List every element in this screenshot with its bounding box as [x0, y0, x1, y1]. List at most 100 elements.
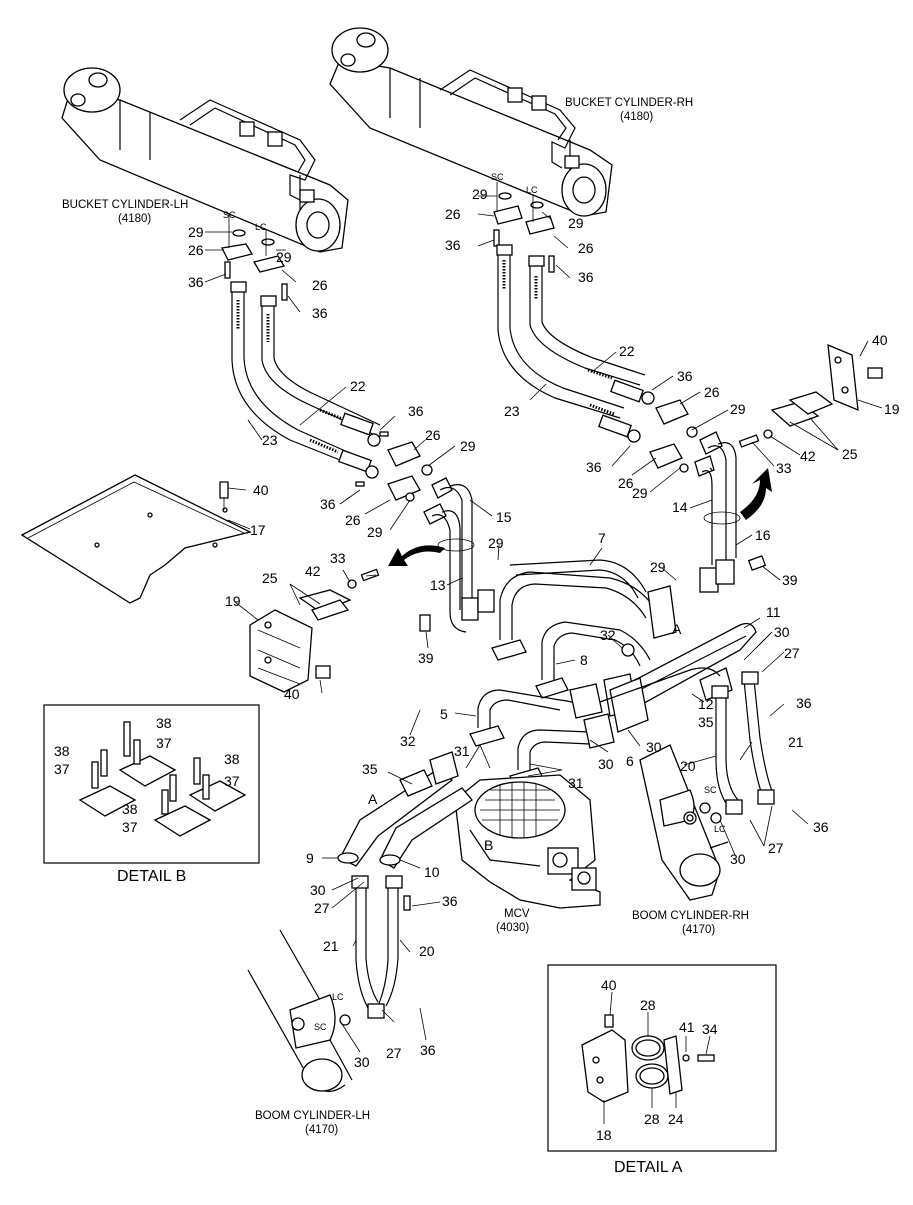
callout-26: 26 [312, 277, 328, 293]
lh-side-flanges [355, 431, 433, 502]
mcv-valve-drawing [454, 774, 601, 909]
callout-35: 35 [698, 714, 714, 730]
rh-pipes-14-16 [694, 431, 741, 593]
bolt-33-42-rh [738, 429, 773, 448]
callout-27: 27 [768, 840, 784, 856]
boom-cylinder-lh-drawing [247, 929, 353, 1092]
callout-26: 26 [578, 240, 594, 256]
bucket-cylinder-lh-drawing [61, 67, 349, 253]
bracket-19-lh [249, 589, 352, 693]
callout-41: 41 [679, 1019, 695, 1035]
callout-9: 9 [306, 850, 314, 866]
callout-26: 26 [188, 242, 204, 258]
boom-cylinder-rh-drawing [639, 744, 729, 901]
callout-25: 25 [842, 446, 858, 462]
callout-36: 36 [420, 1042, 436, 1058]
callout-40: 40 [601, 977, 617, 993]
callout-11: 11 [766, 604, 781, 620]
callout-29: 29 [460, 438, 476, 454]
callout-37: 37 [54, 761, 70, 777]
callout-37: 37 [122, 819, 138, 835]
callout-36: 36 [796, 695, 812, 711]
callout-30: 30 [354, 1054, 370, 1070]
callout-40: 40 [284, 686, 300, 702]
callout-26: 26 [445, 206, 461, 222]
callout-35: 35 [362, 761, 378, 777]
callout-28: 28 [644, 1111, 660, 1127]
callout-30: 30 [774, 624, 790, 640]
detail-a-box [547, 964, 777, 1152]
callout-36: 36 [408, 403, 424, 419]
callout-29: 29 [632, 485, 648, 501]
callout-32: 32 [400, 733, 416, 749]
callout-18: 18 [596, 1127, 612, 1143]
callout-32: 32 [600, 627, 616, 643]
callout-36: 36 [320, 496, 336, 512]
callout-21: 21 [788, 734, 804, 750]
callout-29: 29 [568, 215, 584, 231]
callout-10: 10 [424, 864, 440, 880]
callout-26: 26 [345, 512, 361, 528]
boom-cylinder-rh-label: BOOM CYLINDER-RH [632, 910, 749, 922]
rh-bucket-hoses [496, 244, 655, 443]
mark-b: B [484, 837, 493, 853]
callout-20: 20 [419, 943, 435, 959]
callout-25: 25 [262, 570, 278, 586]
callout-28: 28 [640, 997, 656, 1013]
callout-numbers: 29 26 36 29 26 36 22 23 36 26 29 36 26 2… [54, 186, 900, 1143]
callout-31: 31 [568, 775, 584, 791]
bolt-33-42-lh [347, 568, 380, 589]
bucket-cylinder-lh-label: BUCKET CYLINDER-LH [62, 199, 188, 211]
callout-36: 36 [312, 305, 328, 321]
callout-16: 16 [755, 527, 771, 543]
component-labels: BUCKET CYLINDER-LH (4180) BUCKET CYLINDE… [62, 97, 749, 1176]
callout-36: 36 [578, 269, 594, 285]
callout-19: 19 [884, 401, 900, 417]
callout-26: 26 [704, 384, 720, 400]
detail-b-box [43, 704, 260, 864]
callout-42: 42 [305, 563, 321, 579]
callout-12: 12 [698, 696, 714, 712]
callout-29: 29 [730, 401, 746, 417]
callout-30: 30 [598, 756, 614, 772]
callout-22: 22 [350, 378, 366, 394]
callout-36: 36 [188, 274, 204, 290]
lc-port-label: LC [332, 992, 344, 1002]
sc-port-label: SC [704, 785, 717, 795]
callout-36: 36 [445, 237, 461, 253]
rh-side-flanges [649, 399, 698, 473]
lc-port-label: LC [526, 185, 538, 195]
callout-39: 39 [418, 650, 434, 666]
sc-port-label: SC [491, 172, 504, 182]
bucket-cylinder-rh-drawing [329, 27, 613, 217]
callout-27: 27 [386, 1045, 402, 1061]
callout-36: 36 [813, 819, 829, 835]
bolt-39-lh [419, 614, 431, 632]
callout-6: 6 [626, 753, 634, 769]
mcv-label: MCV [504, 908, 530, 920]
callout-23: 23 [262, 432, 278, 448]
bucket-cylinder-lh-code: (4180) [118, 213, 151, 225]
bolt-39-rh [747, 555, 767, 571]
callout-22: 22 [619, 343, 635, 359]
callout-5: 5 [440, 706, 448, 722]
lh-bucket-fittings [221, 213, 288, 301]
callout-36: 36 [586, 459, 602, 475]
flow-arrow-right [740, 468, 772, 520]
callout-38: 38 [156, 715, 172, 731]
callout-31: 31 [454, 743, 470, 759]
callout-29: 29 [650, 559, 666, 575]
callout-39: 39 [782, 572, 798, 588]
callout-30: 30 [310, 882, 326, 898]
leader-lines [204, 195, 883, 1124]
pipes-11-12 [599, 622, 757, 733]
callout-24: 24 [668, 1111, 684, 1127]
lh-bucket-hoses [230, 281, 381, 479]
lc-port-label: LC [714, 824, 726, 834]
callout-29: 29 [276, 249, 292, 265]
callout-26: 26 [425, 427, 441, 443]
lh-pipes-13-15 [423, 477, 495, 633]
callout-37: 37 [156, 735, 172, 751]
flow-arrow-left [388, 545, 445, 566]
